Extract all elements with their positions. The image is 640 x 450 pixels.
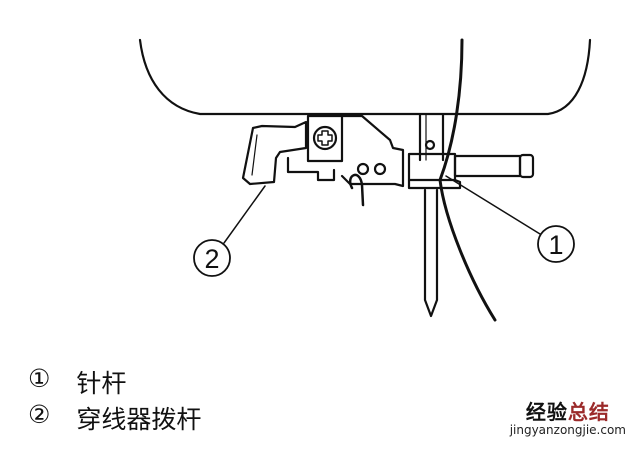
thread-hook: [349, 173, 365, 207]
knurled-knob: [518, 153, 535, 179]
watermark-cn-1: 经验: [525, 400, 568, 424]
watermark-url: jingyanzongjie.com: [509, 423, 626, 437]
rod: [453, 154, 522, 178]
watermark-cn-2: 总结: [567, 400, 610, 424]
needle-bar: [418, 113, 445, 162]
needle: [423, 188, 439, 318]
callout-2: 2: [193, 185, 266, 277]
legend-symbol: ①: [28, 364, 51, 393]
threader-arm: [286, 114, 405, 188]
legend-text: 针杆: [76, 369, 127, 398]
screw-block: [306, 114, 344, 163]
legend-symbol: ②: [28, 400, 51, 429]
legend-item-needle-bar: ① 针杆: [28, 364, 126, 400]
legend-item-threader-lever: ② 穿线器拨杆: [28, 400, 201, 436]
callout-1: 1: [445, 175, 575, 263]
screw-icon: [312, 125, 338, 151]
machine-body-outline: [138, 38, 592, 116]
legend-text: 穿线器拨杆: [76, 405, 202, 434]
threader-lever: [241, 120, 308, 186]
watermark-logo: 经验总结 jingyanzongjie.com: [510, 396, 626, 437]
svg-text:2: 2: [204, 244, 219, 274]
svg-text:1: 1: [548, 230, 563, 260]
